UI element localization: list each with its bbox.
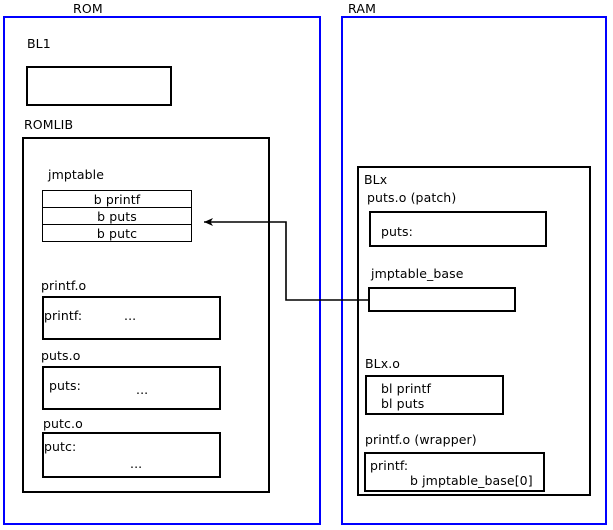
putc-o-symbol: putc: xyxy=(44,439,77,454)
romlib-caption: ROMLIB xyxy=(24,117,74,132)
putc-o-body: ... xyxy=(130,456,143,471)
puts-o-box: puts: ... xyxy=(42,366,221,410)
blx-o-line1: bl printf xyxy=(381,381,432,396)
printf-o-box: printf: ... xyxy=(42,296,221,340)
jmptable-base-caption: jmptable_base xyxy=(371,266,464,281)
printf-wrapper-instruction: b jmptable_base[0] xyxy=(410,473,533,488)
blx-o-line2: bl puts xyxy=(381,396,425,411)
blx-o-caption: BLx.o xyxy=(365,356,401,371)
jmptable-base-box xyxy=(368,287,516,312)
puts-o-body: ... xyxy=(136,382,149,397)
ram-region-label: RAM xyxy=(348,1,377,16)
bl1-box xyxy=(26,66,172,106)
jmptable-entry-puts-label: b puts xyxy=(97,209,137,224)
puts-patch-box: puts: xyxy=(369,211,547,247)
bl1-caption: BL1 xyxy=(27,36,51,51)
puts-patch-symbol: puts: xyxy=(381,224,413,239)
jmptable-entry-putc: b putc xyxy=(42,224,192,242)
printf-o-caption: printf.o xyxy=(41,278,87,293)
printf-o-symbol: printf: xyxy=(44,308,83,323)
puts-o-symbol: puts: xyxy=(49,378,81,393)
blx-o-box: bl printf bl puts xyxy=(365,375,504,415)
jmptable-entry-putc-label: b putc xyxy=(96,226,138,241)
puts-patch-caption: puts.o (patch) xyxy=(367,190,457,205)
putc-o-caption: putc.o xyxy=(43,416,83,431)
jmptable-entry-puts: b puts xyxy=(42,207,192,225)
jmptable-entry-printf: b printf xyxy=(42,190,192,208)
puts-o-caption: puts.o xyxy=(41,348,81,363)
rom-region-label: ROM xyxy=(73,1,103,16)
putc-o-box: putc: ... xyxy=(42,432,221,478)
jmptable-entry-printf-label: b printf xyxy=(93,192,141,207)
printf-wrapper-box: printf: b jmptable_base[0] xyxy=(364,452,545,492)
printf-wrapper-symbol: printf: xyxy=(370,458,409,473)
blx-caption: BLx xyxy=(364,172,388,187)
printf-wrapper-caption: printf.o (wrapper) xyxy=(365,432,477,447)
jmptable-caption: jmptable xyxy=(48,167,105,182)
printf-o-body: ... xyxy=(124,308,137,323)
